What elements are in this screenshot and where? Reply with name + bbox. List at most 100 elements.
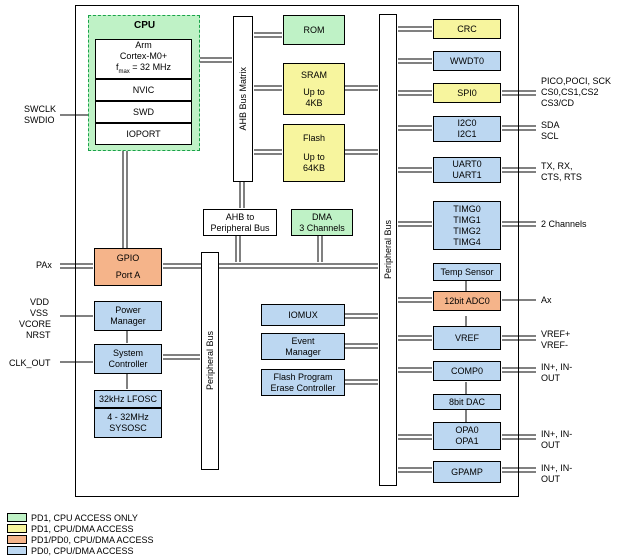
event-manager-line2: Manager [285,346,321,357]
pin-spi-line1: PICO,POCI, SCK [541,76,612,86]
bridge-line2: Peripheral Bus [210,222,270,233]
i2c1-label: I2C1 [457,129,477,139]
sram-block: SRAM Up to 4KB [283,63,345,115]
gpamp-block: GPAMP [433,461,501,483]
peripheral-bus-left-label: Peripheral Bus [204,331,215,391]
pin-uart-line1: TX, RX, [541,161,573,171]
ahb-bus-matrix-label: AHB Bus Matrix [237,67,248,131]
power-manager-line2: Manager [110,316,146,326]
flash-upto: Up to [303,151,325,162]
ahb-bus-matrix: AHB Bus Matrix [233,16,253,182]
pin-vcore: VCORE [19,319,52,329]
i2c-block: I2C0 I2C1 [433,116,501,142]
peripheral-bus-left: Peripheral Bus [201,252,219,470]
opa1-label: OPA1 [455,436,479,446]
nvic-block: NVIC [95,79,192,101]
legend-swatch [7,535,27,544]
core-freq-value: = 32 MHz [129,62,172,73]
legend-item: PD0, CPU/DMA ACCESS [7,545,207,556]
legend-label: PD1/PD0, CPU/DMA ACCESS [31,534,154,545]
rom-block: ROM [283,15,345,45]
swd-block: SWD [95,101,192,123]
pin-vdd: VDD [30,297,50,307]
timg0-label: TIMG0 [453,203,481,214]
uart1-label: UART1 [452,170,482,180]
power-manager-block: Power Manager [94,301,162,331]
system-controller-line1: System [112,348,143,358]
flash-size: 64KB [302,162,326,173]
opa0-label: OPA0 [455,425,479,435]
adc-block: 12bit ADC0 [433,291,501,311]
pin-spi-line2: CS0,CS1,CS2 [541,87,599,97]
sram-size: 4KB [305,97,323,108]
gpio-label: GPIO [116,253,140,263]
system-controller-block: System Controller [94,344,162,374]
pin-spi-line3: CS3/CD [541,98,575,108]
gpio-block: GPIO Port A [94,248,162,286]
pin-opa-out: OUT [541,440,560,450]
dma-channels: 3 Channels [299,222,345,233]
timg4-label: TIMG4 [453,236,481,247]
ahb-to-peripheral-bridge: AHB to Peripheral Bus [203,209,277,236]
uart0-label: UART0 [452,159,482,169]
uart-block: UART0 UART1 [433,157,501,183]
dma-block: DMA 3 Channels [291,209,353,236]
peripheral-bus-right: Peripheral Bus [379,14,397,486]
core-max: max [118,68,130,75]
pin-comp-out: OUT [541,373,560,383]
cpu-title: CPU [134,20,156,31]
timg-block: TIMG0 TIMG1 TIMG2 TIMG4 [433,201,501,250]
flash-controller-line2: Erase Controller [270,382,336,393]
wwdt-block: WWDT0 [433,51,501,71]
system-controller-line2: Controller [108,359,148,369]
legend-swatch [7,513,27,522]
crc-block: CRC [433,19,501,39]
pin-vss: VSS [30,308,49,318]
legend-label: PD1, CPU/DMA ACCESS [31,523,134,534]
timg2-label: TIMG2 [453,225,481,236]
flash-label: Flash [302,132,325,143]
core-line-arm: Arm [135,40,152,51]
comp-block: COMP0 [433,361,501,381]
core-line-cortex: Cortex-M0+ [119,51,168,62]
pin-ax: Ax [541,295,552,305]
pin-vref-minus: VREF- [541,340,568,350]
spi-block: SPI0 [433,83,501,103]
vref-block: VREF [433,326,501,350]
core-f: f [115,62,119,73]
pin-gpamp-out: OUT [541,474,560,484]
pin-comp-in: IN+, IN- [541,362,573,372]
timg1-label: TIMG1 [453,214,481,225]
sram-upto: Up to [303,86,325,97]
lfosc-block: 32kHz LFOSC [94,390,162,408]
flash-block: Flash Up to 64KB [283,124,345,182]
cpu-core: Arm Cortex-M0+ fmax = 32 MHz [95,39,192,79]
legend: PD1, CPU ACCESS ONLY PD1, CPU/DMA ACCESS… [7,512,207,556]
pin-sda: SDA [541,120,560,130]
dac-block: 8bit DAC [433,394,501,410]
peripheral-bus-right-label: Peripheral Bus [382,220,393,280]
pin-swclk: SWCLK [24,104,57,114]
pin-gpamp-in: IN+, IN- [541,463,573,473]
pin-vref-plus: VREF+ [541,329,571,339]
legend-item: PD1, CPU ACCESS ONLY [7,512,207,523]
legend-item: PD1/PD0, CPU/DMA ACCESS [7,534,207,545]
event-manager-line1: Event [291,335,315,346]
pin-scl: SCL [541,131,559,141]
core-line-freq: fmax = 32 MHz [116,62,171,78]
gpio-port: Port A [115,270,141,280]
sysosc-range: 4 - 32MHz [107,412,149,422]
pin-opa-in: IN+, IN- [541,429,573,439]
dma-label: DMA [312,211,332,222]
ioport-block: IOPORT [95,123,192,145]
legend-item: PD1, CPU/DMA ACCESS [7,523,207,534]
temp-sensor-block: Temp Sensor [433,263,501,281]
i2c0-label: I2C0 [457,118,477,128]
event-manager-block: Event Manager [261,333,345,360]
pin-pax: PAx [36,260,52,270]
power-manager-line1: Power [115,305,141,315]
chip-outline [75,5,519,497]
bridge-line1: AHB to [225,211,255,222]
legend-label: PD0, CPU/DMA ACCESS [31,545,134,556]
